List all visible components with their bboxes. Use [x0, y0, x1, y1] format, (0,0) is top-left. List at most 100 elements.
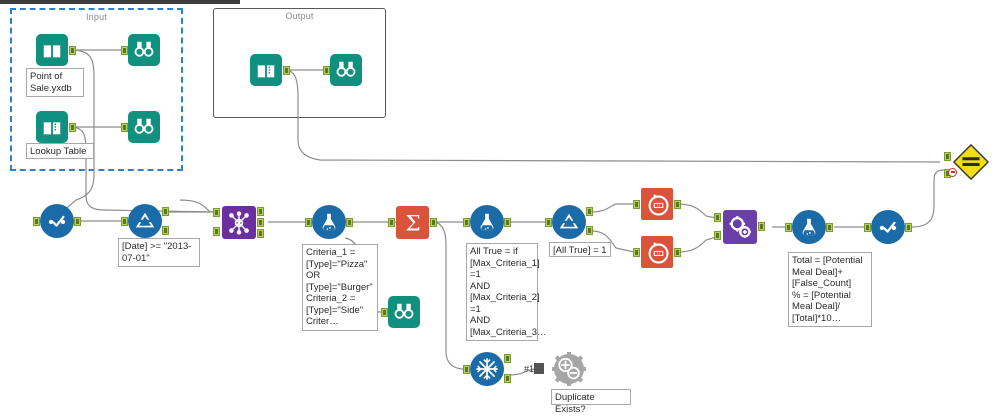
filter-icon [134, 212, 156, 228]
input-port[interactable] [785, 223, 792, 232]
duplicate-output-port[interactable] [504, 374, 511, 383]
input-port-1[interactable] [944, 152, 951, 161]
left-output-port[interactable] [257, 207, 264, 216]
gears-icon [729, 216, 751, 238]
browse-tool-1[interactable] [121, 34, 160, 66]
output-port[interactable] [905, 223, 912, 232]
right-output-port[interactable] [257, 229, 264, 238]
input-port[interactable] [121, 217, 128, 226]
input-port-2[interactable] [714, 231, 721, 240]
formula-tool-total[interactable] [785, 210, 833, 244]
input-port[interactable] [323, 66, 330, 75]
input-port[interactable] [121, 46, 128, 55]
browse-icon [336, 61, 356, 77]
join-tool[interactable] [213, 206, 264, 239]
input-port[interactable] [545, 218, 552, 227]
connection-marker[interactable] [534, 363, 544, 374]
annotation-all-true-filter: [All True] = 1 [549, 242, 611, 257]
formula-tool-criteria[interactable] [305, 205, 353, 239]
output-port[interactable] [504, 218, 511, 227]
count-records-tool-1[interactable] [633, 188, 681, 220]
filter-icon [558, 213, 580, 229]
sigma-icon: Σ [405, 211, 420, 235]
false-output-port[interactable] [162, 226, 169, 235]
output-container-label: Output [285, 11, 314, 21]
left-input-port[interactable] [213, 208, 220, 217]
filter-tool-all-true[interactable] [545, 205, 593, 239]
output-port[interactable] [346, 218, 353, 227]
count-records-icon [648, 241, 669, 264]
input-data-tool-lookup-table[interactable] [36, 111, 76, 143]
input-port[interactable] [388, 218, 395, 227]
filter-tool-date[interactable] [121, 204, 169, 238]
count-records-tool-2[interactable] [633, 236, 681, 268]
output-port[interactable] [826, 223, 833, 232]
browse-icon [134, 118, 154, 134]
unique-connection-label: #1 [524, 364, 535, 374]
formula-flask-icon [480, 213, 494, 231]
input-port[interactable] [633, 200, 640, 209]
formula-tool-all-true[interactable] [463, 205, 511, 239]
summarize-tool[interactable]: Σ [388, 206, 437, 239]
input-port[interactable] [463, 218, 470, 227]
output-port[interactable] [69, 46, 76, 55]
input-container-label: Input [85, 12, 108, 22]
input-port[interactable] [864, 223, 871, 232]
browse-icon [134, 41, 154, 57]
input-data-tool-output[interactable] [250, 54, 290, 86]
input-port[interactable] [463, 365, 470, 374]
unique-output-port[interactable] [504, 354, 511, 363]
test-diamond-icon [953, 144, 989, 180]
output-port[interactable] [74, 217, 81, 226]
count-records-icon [648, 193, 669, 216]
browse-tool-4[interactable] [381, 296, 420, 328]
test-tool[interactable] [944, 143, 990, 186]
input-data-icon [256, 60, 276, 78]
error-badge-icon [948, 168, 957, 177]
unique-tool[interactable] [463, 352, 511, 386]
input-data-icon [42, 117, 62, 135]
output-port[interactable] [69, 123, 76, 132]
browse-tool-2[interactable] [121, 111, 160, 143]
input-port[interactable] [121, 123, 128, 132]
annotation-all-true-formula: All True = if [Max_Criteria_1] =1 AND [M… [466, 243, 547, 341]
output-port[interactable] [674, 248, 681, 257]
formula-flask-icon [322, 213, 336, 231]
snowflake-icon [476, 358, 498, 380]
annotation-criteria-formula: Criteria_1 = [Type]="Pizza" OR [Type]="B… [302, 244, 378, 331]
message-tool-duplicate-exists[interactable] [552, 352, 586, 391]
select-tool-1[interactable] [33, 204, 81, 238]
annotation-lookup-table: Lookup Table [26, 143, 94, 159]
formula-flask-icon [802, 218, 816, 236]
select-check-icon [48, 215, 66, 227]
output-port[interactable] [758, 222, 765, 231]
message-gear-icon [552, 352, 586, 386]
join-output-port[interactable] [257, 218, 264, 227]
input-port[interactable] [33, 217, 40, 226]
annotation-total-formula: Total = [Potential Meal Deal]+ [False_Co… [788, 252, 872, 327]
true-output-port[interactable] [586, 207, 593, 216]
input-port[interactable] [381, 308, 388, 317]
annotation-date-filter: [Date] >= "2013- 07-01" [118, 238, 200, 267]
join-multiple-tool[interactable] [714, 210, 765, 244]
input-port[interactable] [633, 248, 640, 257]
browse-tool-3[interactable] [323, 54, 362, 86]
join-icon [229, 210, 249, 235]
true-output-port[interactable] [162, 207, 169, 216]
annotation-duplicate-exists: Duplicate Exists? [551, 389, 631, 415]
output-port[interactable] [283, 66, 290, 75]
input-port[interactable] [305, 218, 312, 227]
false-output-port[interactable] [586, 226, 593, 235]
input-port-1[interactable] [714, 213, 721, 222]
output-port[interactable] [674, 200, 681, 209]
toolbar-edge [0, 0, 240, 4]
select-tool-2[interactable] [864, 210, 912, 244]
annotation-point-of-sale: Point of Sale.yxdb [26, 68, 84, 97]
input-data-icon [42, 40, 62, 58]
browse-icon [394, 303, 414, 319]
right-input-port[interactable] [213, 227, 220, 236]
svg-text:Σ: Σ [405, 211, 420, 235]
output-port[interactable] [430, 218, 437, 227]
input-data-tool-point-of-sale[interactable] [36, 34, 76, 66]
